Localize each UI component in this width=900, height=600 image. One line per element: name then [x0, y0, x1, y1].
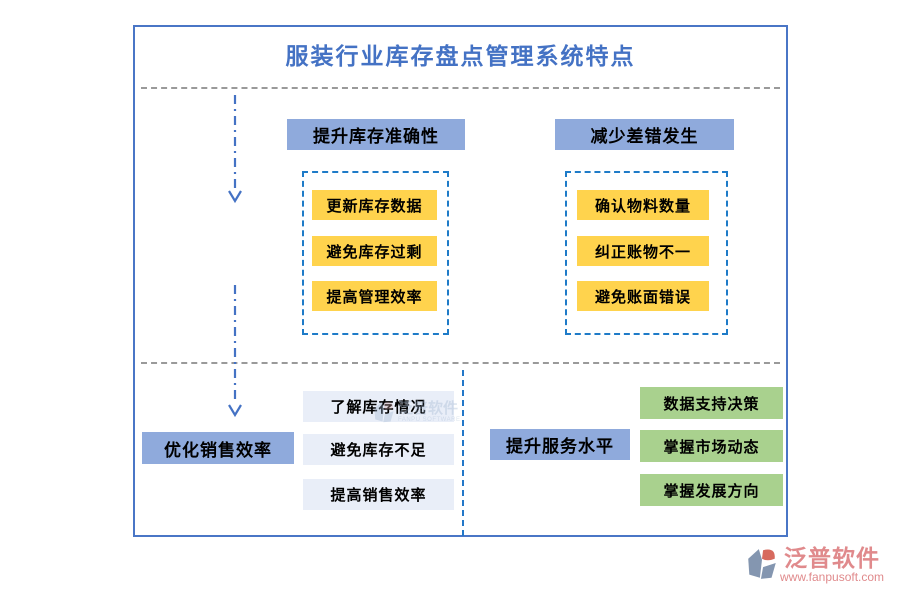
feature-chip: 掌握市场动态: [640, 430, 783, 462]
divider-middle: [141, 362, 780, 364]
feature-chip: 提高管理效率: [312, 281, 437, 311]
feature-chip: 避免库存过剩: [312, 236, 437, 266]
header-reduce-errors: 减少差错发生: [555, 119, 734, 150]
flow-arrow-down-2: [228, 285, 242, 418]
feature-chip: 更新库存数据: [312, 190, 437, 220]
header-inventory-accuracy: 提升库存准确性: [287, 119, 465, 150]
feature-chip: 纠正账物不一: [577, 236, 709, 266]
feature-chip: 了解库存情况: [303, 391, 454, 422]
page-title: 服装行业库存盘点管理系统特点: [285, 44, 636, 69]
feature-chip: 提高销售效率: [303, 479, 454, 510]
feature-chip: 避免库存不足: [303, 434, 454, 465]
brand-url[interactable]: www.fanpusoft.com: [780, 570, 885, 585]
header-optimize-sales: 优化销售效率: [142, 432, 294, 464]
group-box-inventory-accuracy: [302, 171, 449, 335]
flow-arrow-down-1: [228, 95, 242, 204]
feature-chip: 避免账面错误: [577, 281, 709, 311]
brand-name: 泛普软件: [784, 546, 881, 571]
group-box-reduce-errors: [565, 171, 728, 335]
fanpu-brand-logo[interactable]: 泛普软件 www.fanpusoft.com: [746, 546, 884, 583]
feature-chip: 掌握发展方向: [640, 474, 783, 506]
divider-vertical: [462, 370, 464, 536]
divider-top: [141, 87, 780, 89]
diagram-frame: 服装行业库存盘点管理系统特点 提升库存准确性 更新库存数据 避免库存过剩 提高管…: [133, 25, 788, 537]
fanpu-logo-icon: [748, 549, 776, 579]
feature-chip: 确认物料数量: [577, 190, 709, 220]
feature-chip: 数据支持决策: [640, 387, 783, 419]
header-service-level: 提升服务水平: [490, 429, 630, 460]
